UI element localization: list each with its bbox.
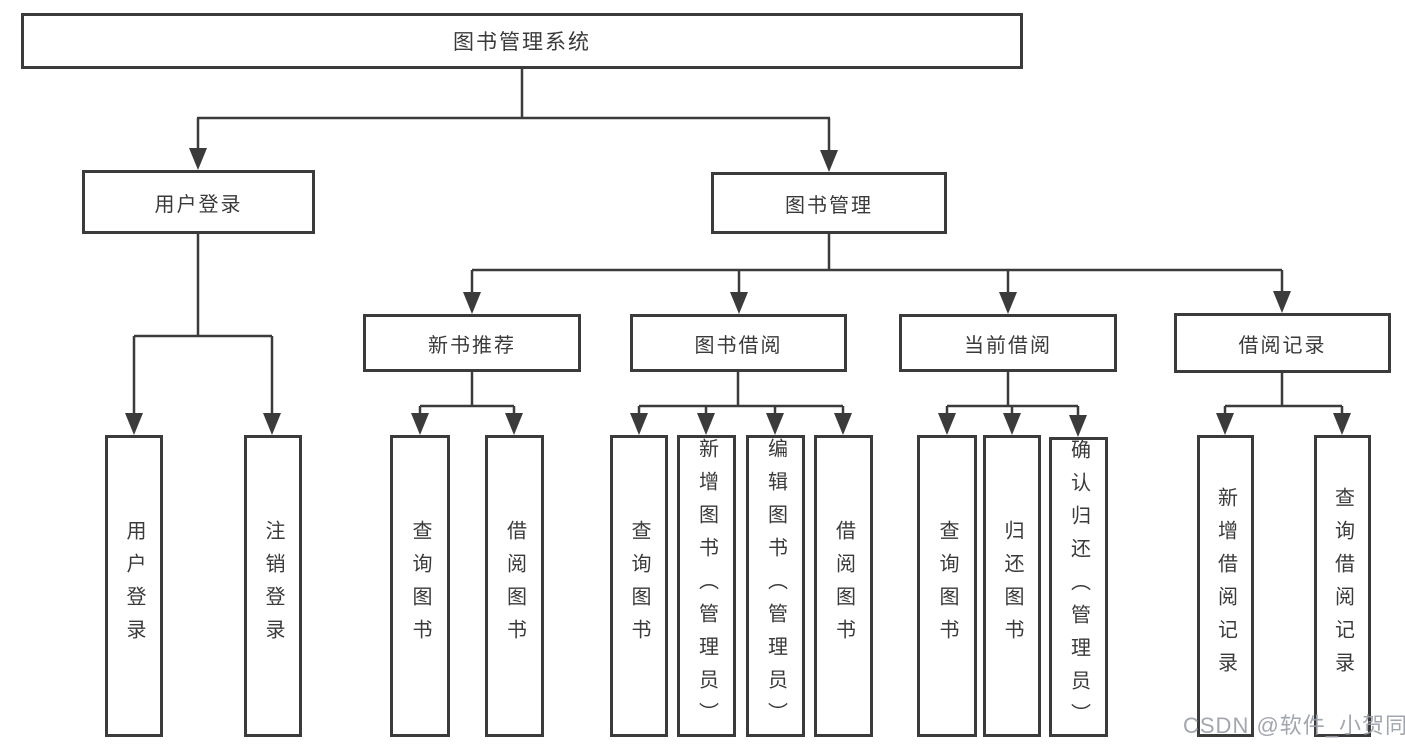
root-label: 图书管理系统 [453, 31, 591, 54]
leaf-add-books-admin: 新增图书（管理员） [677, 435, 736, 737]
connector-root-to-level2 [196, 69, 831, 156]
current-borrow-label: 当前借阅 [964, 334, 1052, 357]
borrow-records-label: 借阅记录 [1238, 334, 1327, 357]
connector-bookmgmt-to-level3 [470, 234, 1284, 297]
leaf-query-books-current: 查询图书 [917, 435, 977, 737]
node-library-management-system: 图书管理系统 [21, 13, 1023, 69]
leaf-borrow-books-newrec: 借阅图书 [485, 435, 544, 737]
node-book-management: 图书管理 [711, 172, 947, 234]
node-book-borrow: 图书借阅 [630, 314, 847, 372]
leaf-confirm-return-admin-label: 确认归还（管理员） [1067, 438, 1090, 736]
leaf-return-books-label: 归还图书 [1001, 520, 1023, 652]
user-login-label: 用户登录 [154, 193, 243, 216]
leaf-edit-books-admin: 编辑图书（管理员） [746, 435, 805, 737]
connector-borrowrecords-to-leaves [1223, 373, 1344, 418]
node-user-login: 用户登录 [82, 170, 315, 234]
leaf-query-books-borrow: 查询图书 [610, 435, 668, 737]
connector-bookborrow-to-leaves [637, 372, 845, 418]
leaf-borrow-books-newrec-label: 借阅图书 [503, 520, 526, 652]
leaf-user-login: 用户登录 [105, 435, 163, 737]
leaf-user-login-label: 用户登录 [123, 520, 145, 652]
leaf-confirm-return-admin: 确认归还（管理员） [1049, 437, 1108, 737]
new-book-recommend-label: 新书推荐 [428, 334, 516, 357]
leaf-query-books-borrow-label: 查询图书 [628, 520, 650, 652]
leaf-query-books-newrec-label: 查询图书 [409, 520, 431, 652]
leaf-query-borrow-record: 查询借阅记录 [1314, 435, 1371, 737]
leaf-return-books: 归还图书 [983, 435, 1041, 737]
book-management-label: 图书管理 [785, 194, 873, 217]
leaf-edit-books-admin-label: 编辑图书（管理员） [764, 437, 787, 735]
leaf-add-borrow-record-label: 新增借阅记录 [1214, 487, 1237, 685]
leaf-borrow-books-label: 借阅图书 [832, 520, 855, 652]
node-current-borrow: 当前借阅 [899, 314, 1117, 372]
leaf-add-borrow-record: 新增借阅记录 [1197, 435, 1254, 737]
csdn-watermark: CSDN @软件_小贺同学 [1183, 713, 1405, 738]
connector-currentborrow-to-leaves [945, 372, 1080, 420]
leaf-add-books-admin-label: 新增图书（管理员） [695, 437, 718, 735]
connector-newbookrec-to-leaves [418, 372, 516, 418]
book-borrow-label: 图书借阅 [694, 334, 783, 357]
leaf-logout-login: 注销登录 [244, 435, 302, 737]
leaf-logout-login-label: 注销登录 [262, 520, 284, 652]
node-borrow-records: 借阅记录 [1174, 313, 1391, 373]
leaf-query-books-current-label: 查询图书 [936, 520, 958, 652]
leaf-query-borrow-record-label: 查询借阅记录 [1331, 487, 1354, 685]
node-new-book-recommend: 新书推荐 [363, 314, 581, 372]
leaf-borrow-books: 借阅图书 [814, 435, 873, 737]
leaf-query-books-newrec: 查询图书 [390, 435, 450, 737]
connector-userlogin-to-leaves [132, 234, 274, 418]
